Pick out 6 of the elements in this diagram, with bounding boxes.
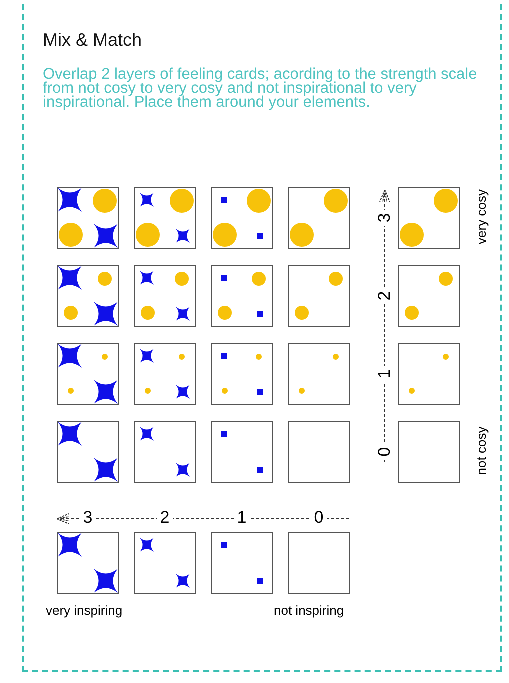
scale-label: not cosy [474,426,490,478]
scale-label: very cosy [474,188,490,246]
title: Mix & Match [43,30,142,51]
scale-label: not inspiring [274,603,344,618]
instruction-text: Overlap 2 layers of feeling cards; acording to the strength scale from not cosy to very cosy and not inspirational to very inspirational. Place them around your elements. [43,68,478,110]
scale-label: very inspiring [46,603,123,618]
